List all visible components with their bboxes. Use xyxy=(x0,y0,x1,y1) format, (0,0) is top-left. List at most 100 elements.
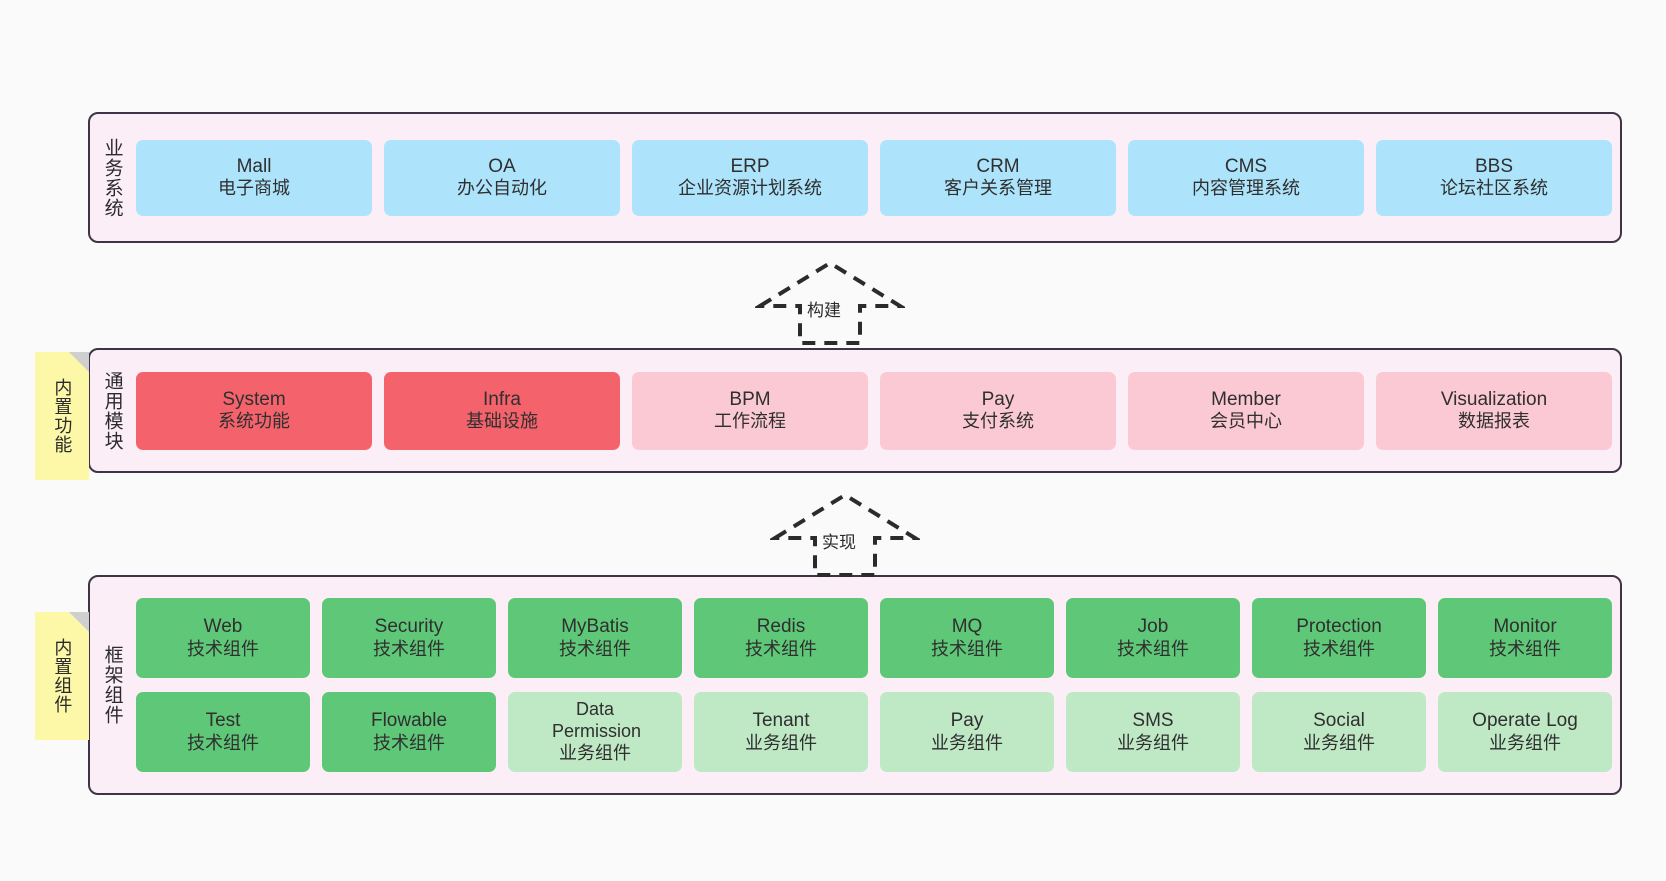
card-flowable[interactable]: Flowable 技术组件 xyxy=(322,692,496,772)
card-system-desc: 系统功能 xyxy=(218,411,290,432)
arrow-build-label: 构建 xyxy=(807,301,841,320)
card-security-desc: 技术组件 xyxy=(373,638,445,659)
card-oa-name: OA xyxy=(488,155,516,177)
card-infra-desc: 基础设施 xyxy=(466,411,538,432)
card-social-name: Social xyxy=(1313,710,1365,732)
card-tenant-name: Tenant xyxy=(752,710,810,732)
card-visualization[interactable]: Visualization 数据报表 xyxy=(1376,371,1612,450)
card-operate-log-desc: 业务组件 xyxy=(1489,732,1561,753)
card-cms-desc: 内容管理系统 xyxy=(1192,178,1300,199)
card-security[interactable]: Security 技术组件 xyxy=(322,598,496,678)
card-redis-name: Redis xyxy=(756,616,806,638)
framework-row-technical: Web 技术组件 Security 技术组件 MyBatis 技术组件 Redi… xyxy=(136,598,1612,678)
card-pay-component[interactable]: Pay 业务组件 xyxy=(880,692,1054,772)
card-data-permission-name: Data Permission xyxy=(552,699,642,742)
card-bbs[interactable]: BBS 论坛社区系统 xyxy=(1376,139,1612,216)
card-protection[interactable]: Protection 技术组件 xyxy=(1252,598,1426,678)
card-mybatis[interactable]: MyBatis 技术组件 xyxy=(508,598,682,678)
card-operate-log-name: Operate Log xyxy=(1472,710,1578,732)
card-pay-module-desc: 支付系统 xyxy=(962,411,1034,432)
layer-business-system: 业务系统 Mall 电子商城 OA 办公自动化 ERP 企业资源计划系统 CRM… xyxy=(88,112,1622,243)
layer-common-module-title: 通用模块 xyxy=(101,370,123,451)
card-mq-desc: 技术组件 xyxy=(931,638,1003,659)
card-member-name: Member xyxy=(1211,388,1281,410)
card-pay-module[interactable]: Pay 支付系统 xyxy=(880,371,1116,450)
card-sms-desc: 业务组件 xyxy=(1117,732,1189,753)
card-test[interactable]: Test 技术组件 xyxy=(136,692,310,772)
card-data-permission[interactable]: Data Permission 业务组件 xyxy=(508,692,682,772)
card-monitor-desc: 技术组件 xyxy=(1489,638,1561,659)
card-mall[interactable]: Mall 电子商城 xyxy=(136,139,372,216)
arrow-implement-label: 实现 xyxy=(822,533,856,552)
card-erp[interactable]: ERP 企业资源计划系统 xyxy=(632,139,868,216)
card-social-desc: 业务组件 xyxy=(1303,732,1375,753)
card-flowable-desc: 技术组件 xyxy=(373,732,445,753)
card-mq[interactable]: MQ 技术组件 xyxy=(880,598,1054,678)
card-visualization-desc: 数据报表 xyxy=(1458,411,1530,432)
card-mybatis-name: MyBatis xyxy=(561,616,629,638)
card-monitor[interactable]: Monitor 技术组件 xyxy=(1438,598,1612,678)
card-bbs-name: BBS xyxy=(1474,155,1514,177)
card-sms[interactable]: SMS 业务组件 xyxy=(1066,692,1240,772)
card-system-name: System xyxy=(222,388,286,410)
card-member-desc: 会员中心 xyxy=(1210,411,1282,432)
card-web-name: Web xyxy=(203,616,243,638)
card-redis-desc: 技术组件 xyxy=(745,638,817,659)
sticky-builtin-function-label: 内置功能 xyxy=(52,378,73,454)
card-web[interactable]: Web 技术组件 xyxy=(136,598,310,678)
arrow-build-icon xyxy=(752,260,908,345)
card-monitor-name: Monitor xyxy=(1493,616,1557,638)
arrow-implement-icon xyxy=(767,492,923,577)
sticky-fold-corner-icon xyxy=(69,612,89,632)
card-pay-component-name: Pay xyxy=(950,710,984,732)
card-oa-desc: 办公自动化 xyxy=(457,178,547,199)
card-data-permission-desc: 业务组件 xyxy=(559,742,631,763)
card-visualization-name: Visualization xyxy=(1440,388,1548,410)
card-tenant-desc: 业务组件 xyxy=(745,732,817,753)
card-crm-desc: 客户关系管理 xyxy=(944,178,1052,199)
card-crm[interactable]: CRM 客户关系管理 xyxy=(880,139,1116,216)
card-bbs-desc: 论坛社区系统 xyxy=(1440,178,1548,199)
sticky-fold-corner-icon xyxy=(69,352,89,372)
sticky-builtin-function: 内置功能 xyxy=(35,352,89,480)
card-mybatis-desc: 技术组件 xyxy=(559,638,631,659)
arrow-build: 构建 xyxy=(752,258,908,348)
card-test-desc: 技术组件 xyxy=(187,732,259,753)
arrow-implement: 实现 xyxy=(767,490,923,580)
card-infra[interactable]: Infra 基础设施 xyxy=(384,371,620,450)
card-operate-log[interactable]: Operate Log 业务组件 xyxy=(1438,692,1612,772)
card-sms-name: SMS xyxy=(1132,710,1174,732)
card-cms[interactable]: CMS 内容管理系统 xyxy=(1128,139,1364,216)
card-cms-name: CMS xyxy=(1224,155,1268,177)
card-protection-name: Protection xyxy=(1296,616,1382,638)
card-mall-name: Mall xyxy=(236,155,272,177)
card-bpm[interactable]: BPM 工作流程 xyxy=(632,371,868,450)
sticky-builtin-component: 内置组件 xyxy=(35,612,89,740)
card-erp-desc: 企业资源计划系统 xyxy=(678,178,822,199)
card-flowable-name: Flowable xyxy=(370,710,448,732)
card-redis[interactable]: Redis 技术组件 xyxy=(694,598,868,678)
card-erp-name: ERP xyxy=(730,155,770,177)
framework-row-business: Test 技术组件 Flowable 技术组件 Data Permission … xyxy=(136,692,1612,772)
card-test-name: Test xyxy=(205,710,241,732)
card-member[interactable]: Member 会员中心 xyxy=(1128,371,1364,450)
card-social[interactable]: Social 业务组件 xyxy=(1252,692,1426,772)
card-bpm-name: BPM xyxy=(729,388,771,410)
card-job-name: Job xyxy=(1137,616,1169,638)
card-protection-desc: 技术组件 xyxy=(1303,638,1375,659)
card-job[interactable]: Job 技术组件 xyxy=(1066,598,1240,678)
card-system[interactable]: System 系统功能 xyxy=(136,371,372,450)
card-mall-desc: 电子商城 xyxy=(218,178,290,199)
card-web-desc: 技术组件 xyxy=(187,638,259,659)
card-oa[interactable]: OA 办公自动化 xyxy=(384,139,620,216)
card-infra-name: Infra xyxy=(482,388,522,410)
card-bpm-desc: 工作流程 xyxy=(714,411,786,432)
card-mq-name: MQ xyxy=(951,616,983,638)
card-crm-name: CRM xyxy=(976,155,1020,177)
card-job-desc: 技术组件 xyxy=(1117,638,1189,659)
layer-framework-component-title: 框架组件 xyxy=(101,645,123,725)
card-tenant[interactable]: Tenant 业务组件 xyxy=(694,692,868,772)
layer-business-system-title: 业务系统 xyxy=(101,137,123,218)
card-security-name: Security xyxy=(374,616,444,638)
